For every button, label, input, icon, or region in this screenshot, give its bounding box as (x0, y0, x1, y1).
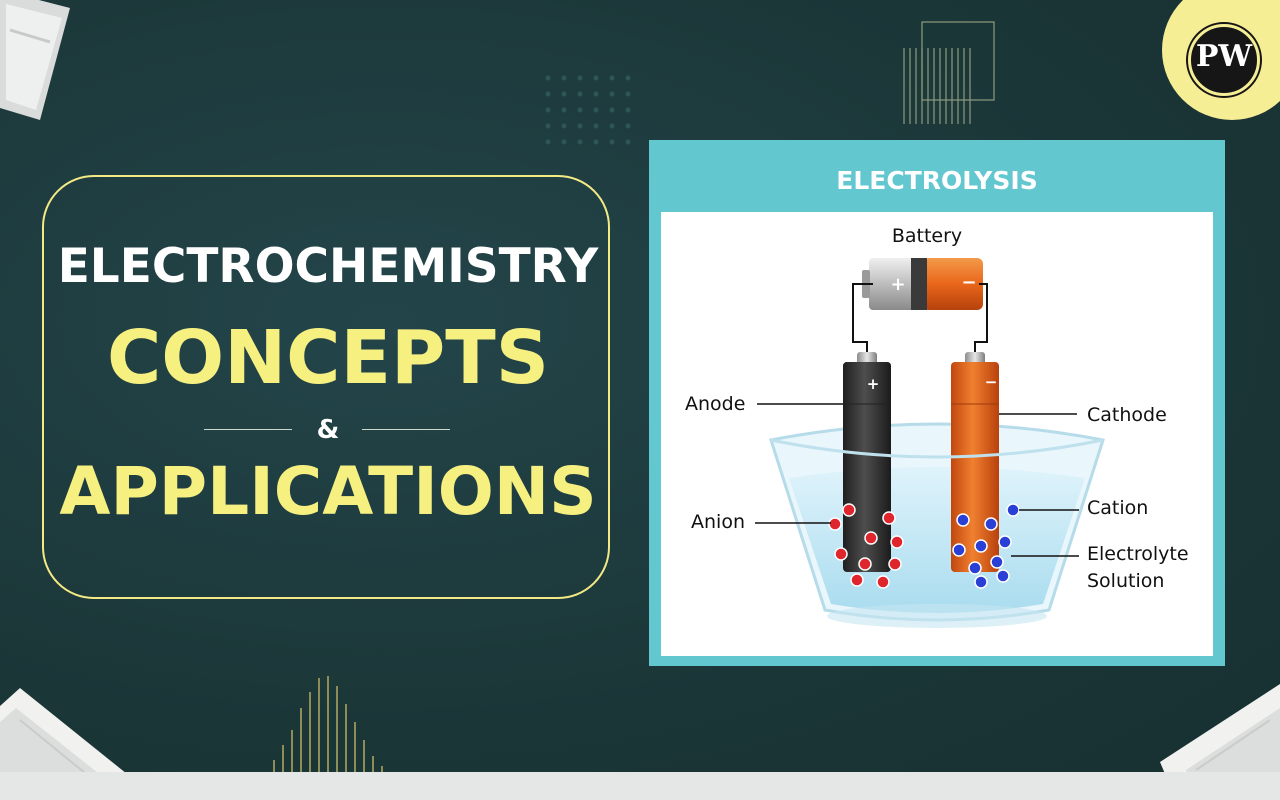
diagram-heading: ELECTROLYSIS (836, 166, 1038, 195)
title-line-3: APPLICATIONS (59, 453, 597, 530)
striped-square-decor (903, 21, 995, 124)
beaker (769, 422, 1105, 622)
title-card: ELECTROCHEMISTRY CONCEPTS & APPLICATIONS (42, 175, 610, 599)
title-line-2: CONCEPTS (106, 315, 549, 401)
battery-minus-sign: − (961, 272, 976, 293)
label-battery: Battery (892, 225, 962, 247)
label-anode: Anode (685, 393, 745, 415)
wire-cathode (974, 283, 988, 360)
battery-plus-sign: + (890, 274, 905, 295)
diagram-frame: ELECTROLYSIS (649, 140, 1225, 666)
logo-text: PW (1195, 39, 1253, 74)
label-anion: Anion (691, 511, 745, 533)
bottom-strip (0, 772, 1280, 800)
logo-badge: PW (1162, 0, 1280, 120)
book-top-left-icon (0, 0, 70, 120)
anode-electrode (843, 352, 891, 572)
title-line-1: ELECTROCHEMISTRY (57, 239, 599, 294)
label-electrolyte-line2: Solution (1087, 570, 1164, 592)
dot-grid (545, 75, 631, 145)
label-electrolyte-line1: Electrolyte (1087, 543, 1189, 565)
logo-mark: PW (1188, 24, 1260, 96)
wire-anode (852, 283, 873, 360)
beaker-base (827, 604, 1047, 628)
beaker-rim (770, 438, 1104, 459)
electrolysis-diagram: Battery + − (685, 225, 1189, 628)
cathode-sign: − (985, 373, 998, 391)
label-cation: Cation (1087, 497, 1148, 519)
battery-icon (862, 258, 983, 310)
divider-left (204, 429, 292, 430)
anode-sign: + (867, 375, 880, 393)
title-ampersand: & (316, 415, 340, 445)
divider-right (362, 429, 450, 430)
diagram-panel: Battery + − (661, 212, 1213, 656)
anion-particles (828, 503, 904, 589)
label-cathode: Cathode (1087, 404, 1167, 426)
bar-lines-decor (273, 676, 383, 772)
cation-particles (952, 503, 1020, 589)
